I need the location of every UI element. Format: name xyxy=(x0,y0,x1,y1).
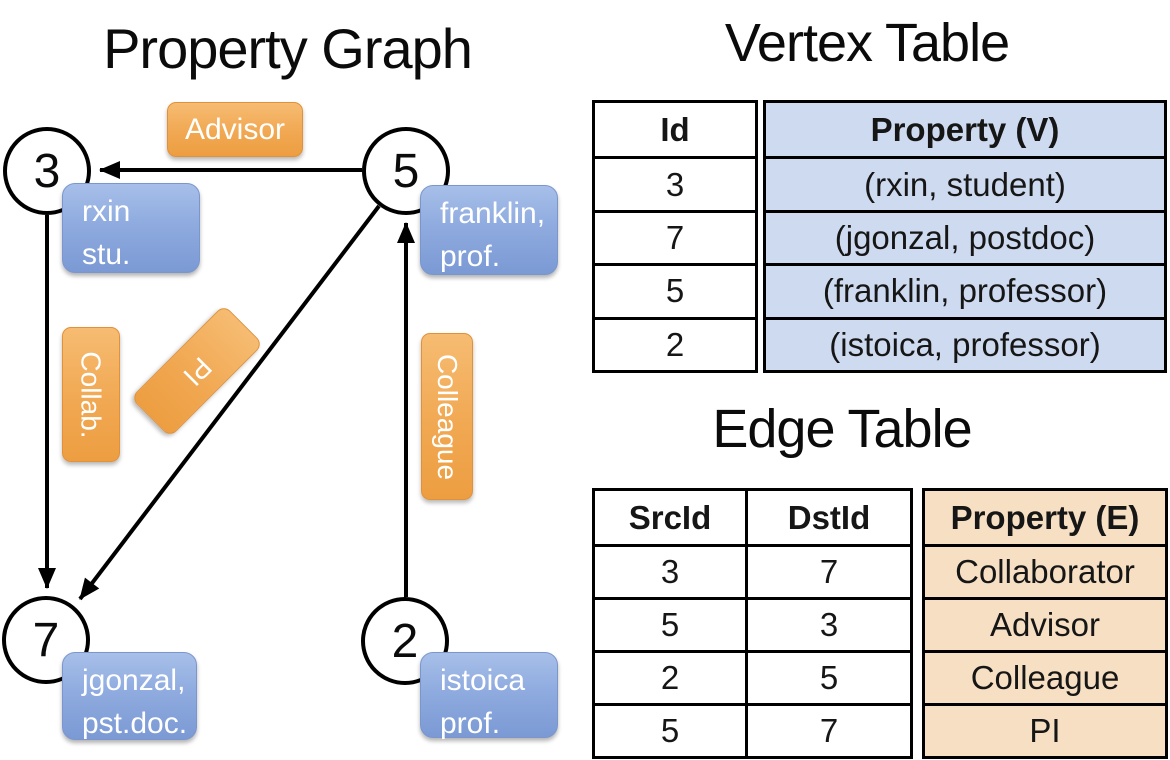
vertex-property-line: istoica xyxy=(440,664,526,697)
vertex-id-label: 3 xyxy=(33,144,61,198)
edge-label-advisor: Advisor xyxy=(167,102,303,157)
edge-label-text: Advisor xyxy=(184,112,286,146)
edge-label-colleague: Colleague xyxy=(421,333,473,500)
edge-table-cell-srcid: 2 xyxy=(595,650,745,703)
vertex-id-label: 7 xyxy=(32,613,60,667)
edge-table-title: Edge Table xyxy=(712,399,972,459)
vertex-property-line: rxin xyxy=(82,195,131,228)
edge-table-cell-property: Collaborator xyxy=(925,544,1165,597)
edge-label-text: Collab. xyxy=(76,350,108,439)
vertex-table-cell-property: (jgonzal, postdoc) xyxy=(766,209,1164,264)
vertex-property-box-istoica: istoica prof. xyxy=(420,652,558,740)
vertex-property-line: jgonzal, xyxy=(82,664,186,697)
vertex-property-line: stu. xyxy=(82,237,131,271)
vertex-property-line: franklin, xyxy=(440,197,546,230)
vertex-node-3: 3 xyxy=(3,127,91,215)
edge-table-cell-dstid: 7 xyxy=(745,703,910,756)
vertex-table-header-property: Property (V) xyxy=(766,103,1164,157)
edge-table-id-columns: SrcId DstId 3 7 5 3 2 5 5 7 xyxy=(592,488,913,759)
vertex-table-cell-property: (istoica, professor) xyxy=(766,316,1164,370)
vertex-table-id-column: Id 3 7 5 2 xyxy=(592,100,758,373)
edge-table-header-dstid: DstId xyxy=(745,491,910,544)
vertex-table-cell-property: (rxin, student) xyxy=(766,156,1164,210)
vertex-table-cell-id: 2 xyxy=(595,316,755,370)
vertex-table-cell-id: 5 xyxy=(595,263,755,316)
edge-table-cell-srcid: 5 xyxy=(595,703,745,756)
edge-table-property-column: Property (E) Collaborator Advisor Collea… xyxy=(922,488,1168,759)
vertex-node-5: 5 xyxy=(362,127,450,215)
edge-table-cell-srcid: 5 xyxy=(595,597,745,650)
edge-table-header-property: Property (E) xyxy=(925,491,1165,544)
vertex-table-cell-id: 7 xyxy=(595,209,755,263)
edge-table-header-srcid: SrcId xyxy=(628,498,712,536)
vertex-property-line: pst.doc. xyxy=(82,706,188,740)
vertex-table-title: Vertex Table xyxy=(724,13,1010,73)
vertex-property-box-rxin: rxin stu. xyxy=(62,183,200,273)
vertex-id-label: 5 xyxy=(392,144,420,198)
edge-table-cell-dstid: 5 xyxy=(745,650,910,703)
vertex-table-cell-id: 3 xyxy=(595,156,755,209)
edge-label-text: PI xyxy=(177,351,218,392)
vertex-table-cell-property: (franklin, professor) xyxy=(766,263,1164,317)
vertex-property-box-franklin: franklin, prof. xyxy=(420,185,558,275)
edge-table-cell-property: Colleague xyxy=(925,650,1165,703)
edge-table-cell-dstid: 7 xyxy=(745,544,910,597)
vertex-property-box-jgonzal: jgonzal, pst.doc. xyxy=(62,652,197,740)
edge-label-text: Colleague xyxy=(432,353,464,480)
vertex-table-header-id: Id xyxy=(660,110,690,148)
edge-label-pi: PI xyxy=(130,304,264,438)
vertex-table-property-column: Property (V) (rxin, student) (jgonzal, p… xyxy=(763,100,1167,373)
edge-label-collab: Collab. xyxy=(62,327,120,462)
edge-table-cell-srcid: 3 xyxy=(595,544,745,597)
vertex-id-label: 2 xyxy=(391,614,419,668)
edge-table-cell-property: PI xyxy=(925,703,1165,756)
property-graph-title: Property Graph xyxy=(103,17,473,80)
edge-table-cell-property: Advisor xyxy=(925,597,1165,650)
edge-table-cell-dstid: 3 xyxy=(745,597,910,650)
vertex-property-line: prof. xyxy=(440,239,501,273)
vertex-property-line: prof. xyxy=(440,706,501,740)
